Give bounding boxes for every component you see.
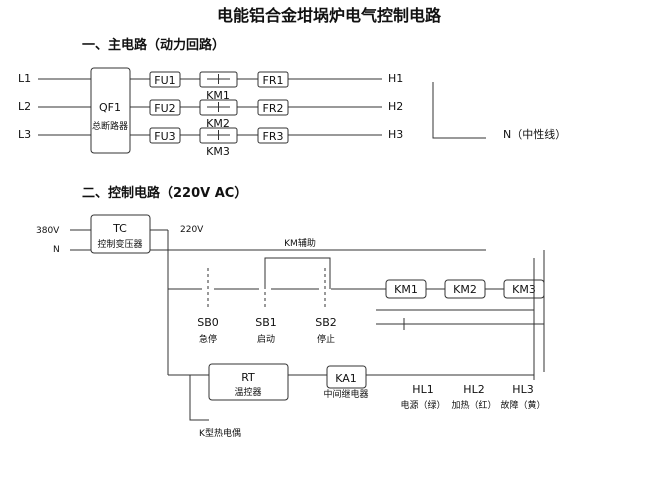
temp-controller-rt [208,363,289,401]
contact-symbol-km2 [207,102,230,112]
coil-km2-label: KM2 [453,283,477,296]
breaker-qf1-desc: 总断路器 [92,120,128,132]
line-label-l1: L1 [18,72,31,85]
control-circuit-heading: 二、控制电路（220V AC） [82,186,248,201]
heater-h3-label: H3 [388,128,403,141]
button-sb2-desc: 停止 [317,333,335,345]
main-circuit: L1 L2 L3 QF1 总断路器 FU1 FU2 FU3 KM1 [18,67,566,158]
lamp-hl2-desc: 加热（红） [451,399,496,411]
lamp-hl3-desc: 故障（黄） [500,399,545,411]
breaker-qf1 [90,67,131,154]
contactor-km3-label: KM3 [206,145,230,158]
fuse-fu3-label: FU3 [154,130,175,143]
line-label-l3: L3 [18,128,31,141]
contact-symbol-km3 [207,130,230,140]
transformer-tc-desc: 控制变压器 [97,238,142,250]
relay-ka1 [326,365,367,389]
relay-fr1-label: FR1 [263,74,284,87]
relay-fr2-label: FR2 [263,102,284,115]
lamp-hl2-name: HL2 [463,383,484,396]
coil-km3-label: KM3 [512,283,536,296]
output-voltage-label: 220V [180,225,204,235]
thermocouple-lead [189,375,209,421]
heater-h1-label: H1 [388,72,403,85]
button-sb1-name: SB1 [255,316,277,329]
lamp-hl1-name: HL1 [412,383,433,396]
control-neutral-label: N [53,245,60,255]
km-aux-bypass [264,257,331,289]
fuse-fu2-label: FU2 [154,102,175,115]
button-sb0-name: SB0 [197,316,219,329]
neutral-label: N（中性线） [503,127,566,141]
contact-symbol-km1 [207,74,230,84]
button-sb0-desc: 急停 [199,333,217,345]
relay-ka1-name: KA1 [335,372,357,385]
diagram-title: 电能铝合金坩埚炉电气控制电路 [216,6,441,25]
breaker-qf1-name: QF1 [99,101,121,114]
line-label-l2: L2 [18,100,31,113]
supply-voltage-label: 380V [36,226,60,236]
control-circuit: 380V N TC 控制变压器 220V KM辅助 SB0 急停 SB1 启动 … [36,214,546,439]
lamp-hl1-desc: 电源（绿） [400,399,445,411]
temp-controller-name: RT [241,371,255,384]
contactor-km1-label: KM1 [206,89,230,102]
button-sb1-desc: 启动 [257,333,275,345]
fuse-fu1-label: FU1 [154,74,175,87]
relay-ka1-desc: 中间继电器 [323,388,368,400]
transformer-tc-name: TC [112,222,127,235]
contactor-km2-label: KM2 [206,117,230,130]
coil-km1-label: KM1 [394,283,418,296]
thermocouple-label: K型热电偶 [199,427,241,439]
relay-fr3-label: FR3 [263,130,284,143]
transformer-tc [90,214,151,254]
lamp-hl3-name: HL3 [512,383,533,396]
neutral-line [432,82,486,139]
button-sb2-name: SB2 [315,316,337,329]
main-circuit-heading: 一、主电路（动力回路） [82,38,226,53]
heater-h2-label: H2 [388,100,403,113]
km-aux-label: KM辅助 [284,237,316,249]
temp-controller-desc: 温控器 [234,386,261,398]
